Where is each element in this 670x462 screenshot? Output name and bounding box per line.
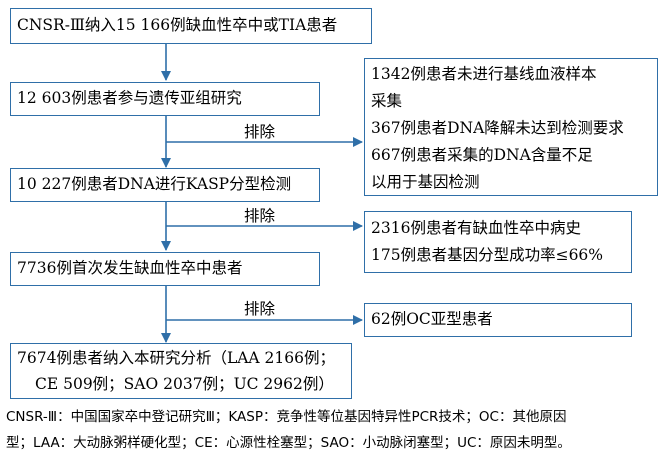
step5-box: 7674例患者纳入本研究分析（LAA 2166例； CE 509例；SAO 20… xyxy=(10,343,352,399)
step5-text-line1: 7674例患者纳入本研究分析（LAA 2166例； xyxy=(17,349,336,367)
exclusion1-line1: 1342例患者未进行基线血液样本 xyxy=(371,65,597,83)
footnote: CNSR-Ⅲ：中国国家卒中登记研究Ⅲ；KASP：竞争性等位基因特异性PCR技术；… xyxy=(6,404,664,456)
exclusion1-line4: 667例患者采集的DNA含量不足 xyxy=(371,146,593,164)
exclusion1-line2: 采集 xyxy=(371,92,403,110)
exclude-label-2: 排除 xyxy=(244,207,276,225)
exclusion3-text: 62例OC亚型患者 xyxy=(371,310,493,328)
step3-box: 10 227例患者DNA进行KASP分型检测 xyxy=(10,168,320,202)
exclusion2-line1: 2316例患者有缺血性卒中病史 xyxy=(371,219,581,237)
step1-text: CNSR-Ⅲ纳入15 166例缺血性卒中或TIA患者 xyxy=(17,16,338,34)
exclusion2-box: 2316例患者有缺血性卒中病史 175例患者基因分型成功率≤66% xyxy=(364,211,632,273)
flow-connectors xyxy=(161,43,363,343)
exclude-label-3: 排除 xyxy=(244,300,276,318)
step5-text-line2: CE 509例；SAO 2037例；UC 2962例） xyxy=(35,375,334,393)
step4-box: 7736例首次发生缺血性卒中患者 xyxy=(10,252,320,286)
step2-box: 12 603例患者参与遗传亚组研究 xyxy=(10,82,320,116)
footnote-line2: 型；LAA：大动脉粥样硬化型；CE：心源性栓塞型；SAO：小动脉闭塞型；UC：原… xyxy=(6,435,571,451)
step2-text: 12 603例患者参与遗传亚组研究 xyxy=(17,89,242,107)
exclusion3-box: 62例OC亚型患者 xyxy=(364,303,632,337)
exclusion1-line5: 以用于基因检测 xyxy=(371,173,480,191)
exclusion1-box: 1342例患者未进行基线血液样本 采集 367例患者DNA降解未达到检测要求 6… xyxy=(364,58,658,196)
step4-text: 7736例首次发生缺血性卒中患者 xyxy=(17,259,243,277)
step3-text: 10 227例患者DNA进行KASP分型检测 xyxy=(17,175,292,193)
exclude-label-1: 排除 xyxy=(244,123,276,141)
footnote-line1: CNSR-Ⅲ：中国国家卒中登记研究Ⅲ；KASP：竞争性等位基因特异性PCR技术；… xyxy=(6,409,567,425)
step1-box: CNSR-Ⅲ纳入15 166例缺血性卒中或TIA患者 xyxy=(10,8,372,44)
exclusion2-line2: 175例患者基因分型成功率≤66% xyxy=(371,246,604,264)
exclusion1-line3: 367例患者DNA降解未达到检测要求 xyxy=(371,119,624,137)
